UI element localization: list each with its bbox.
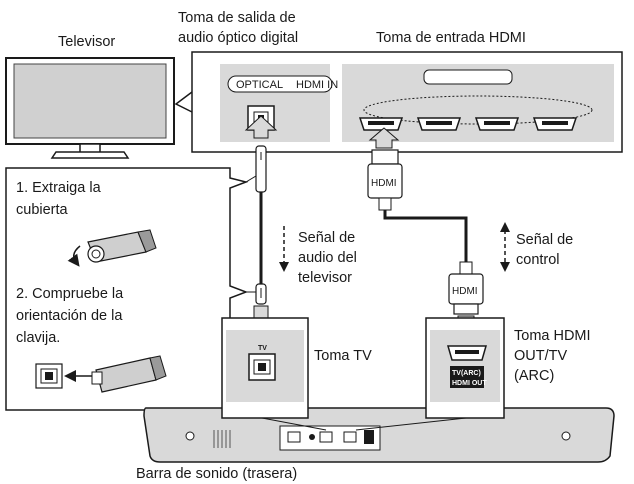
tv-hdmi-jack-3 (474, 117, 520, 131)
hdmi-out-label-line1: Toma HDMI (514, 328, 591, 344)
hdmi-out-callout-line (355, 417, 467, 431)
step2-line2: orientación de la (16, 308, 123, 324)
panel-label-strip (227, 75, 333, 93)
tv-audio-label-line2: audio del (298, 250, 357, 266)
hdmi-cable-wire (383, 210, 468, 262)
soundbar-optical-jack (248, 353, 276, 381)
soundbar: TV TV(ARC) HDMI OUT (143, 317, 615, 463)
hdmi-plug-bottom-strain (459, 261, 473, 275)
hdmi-in-jack-label: Toma de entrada HDMI (376, 30, 526, 46)
optical-out-label-line1: Toma de salida de (178, 10, 296, 26)
hdmi-plug-top-head (371, 149, 399, 165)
tv-hdmi-jack-2 (416, 117, 462, 131)
step1-line1: 1. Extraiga la (16, 180, 102, 196)
optical-out-label-line2: audio óptico digital (178, 30, 298, 46)
cap-removal-illustration (67, 229, 157, 267)
hdmi-arrow-top (368, 127, 400, 149)
tv-illustration (5, 57, 175, 159)
hdmi-cable: HDMI HDMI (367, 127, 484, 343)
tv-jack-small-label: TV (258, 345, 267, 352)
soundbar-hdmi-out-jack (447, 345, 487, 361)
panel-optical-text: OPTICAL (236, 79, 283, 91)
rotate-arrow-icon (67, 245, 81, 267)
tv-audio-signal-arrow (279, 226, 289, 272)
panel-hdmi-in-text: HDMI IN (296, 79, 338, 91)
hdmi-plug-bottom-text: HDMI (452, 286, 478, 297)
arc-badge-line2: HDMI OUT (452, 380, 487, 387)
hdmi-plug-top-strain (378, 197, 392, 211)
tv-hdmi-jack-1 (358, 117, 404, 131)
plug-orientation-illustration (35, 355, 167, 393)
hdmi-plug-bottom-head (453, 303, 479, 315)
tv-hdmi-jack-4 (532, 117, 578, 131)
soundbar-vent (213, 430, 231, 448)
tv-label: Televisor (58, 34, 115, 50)
hdmi-plug-top-text: HDMI (371, 178, 397, 189)
arc-badge (450, 366, 484, 388)
tv-stand (50, 151, 130, 159)
soundbar-label: Barra de sonido (trasera) (136, 466, 297, 482)
tv-rear-panel: OPTICAL HDMI IN (174, 51, 623, 153)
control-label-line2: control (516, 252, 560, 268)
hdmi-out-label-line2: OUT/TV (514, 348, 567, 364)
panel-white-bar (423, 69, 513, 85)
tv-jack-callout-line (261, 417, 327, 431)
control-label-line1: Señal de (516, 232, 573, 248)
step1-line2: cubierta (16, 202, 69, 218)
tv-audio-label-line3: televisor (298, 270, 352, 286)
soundbar-screw-left (185, 431, 195, 441)
step2-line3: clavija. (16, 330, 60, 346)
optical-arrow-top (244, 115, 278, 139)
pointer-line-top (245, 175, 257, 183)
hdmi-out-label-line3: (ARC) (514, 368, 554, 384)
arc-badge-line1: TV(ARC) (452, 370, 481, 377)
soundbar-screw-right (561, 431, 571, 441)
control-signal-arrow (500, 222, 510, 272)
tv-audio-label-line1: Señal de (298, 230, 355, 246)
tv-jack-label: Toma TV (314, 348, 372, 364)
panel-callout-pointer (174, 91, 193, 113)
step2-line1: 2. Compruebe la (16, 286, 124, 302)
tv-screen (13, 63, 167, 139)
